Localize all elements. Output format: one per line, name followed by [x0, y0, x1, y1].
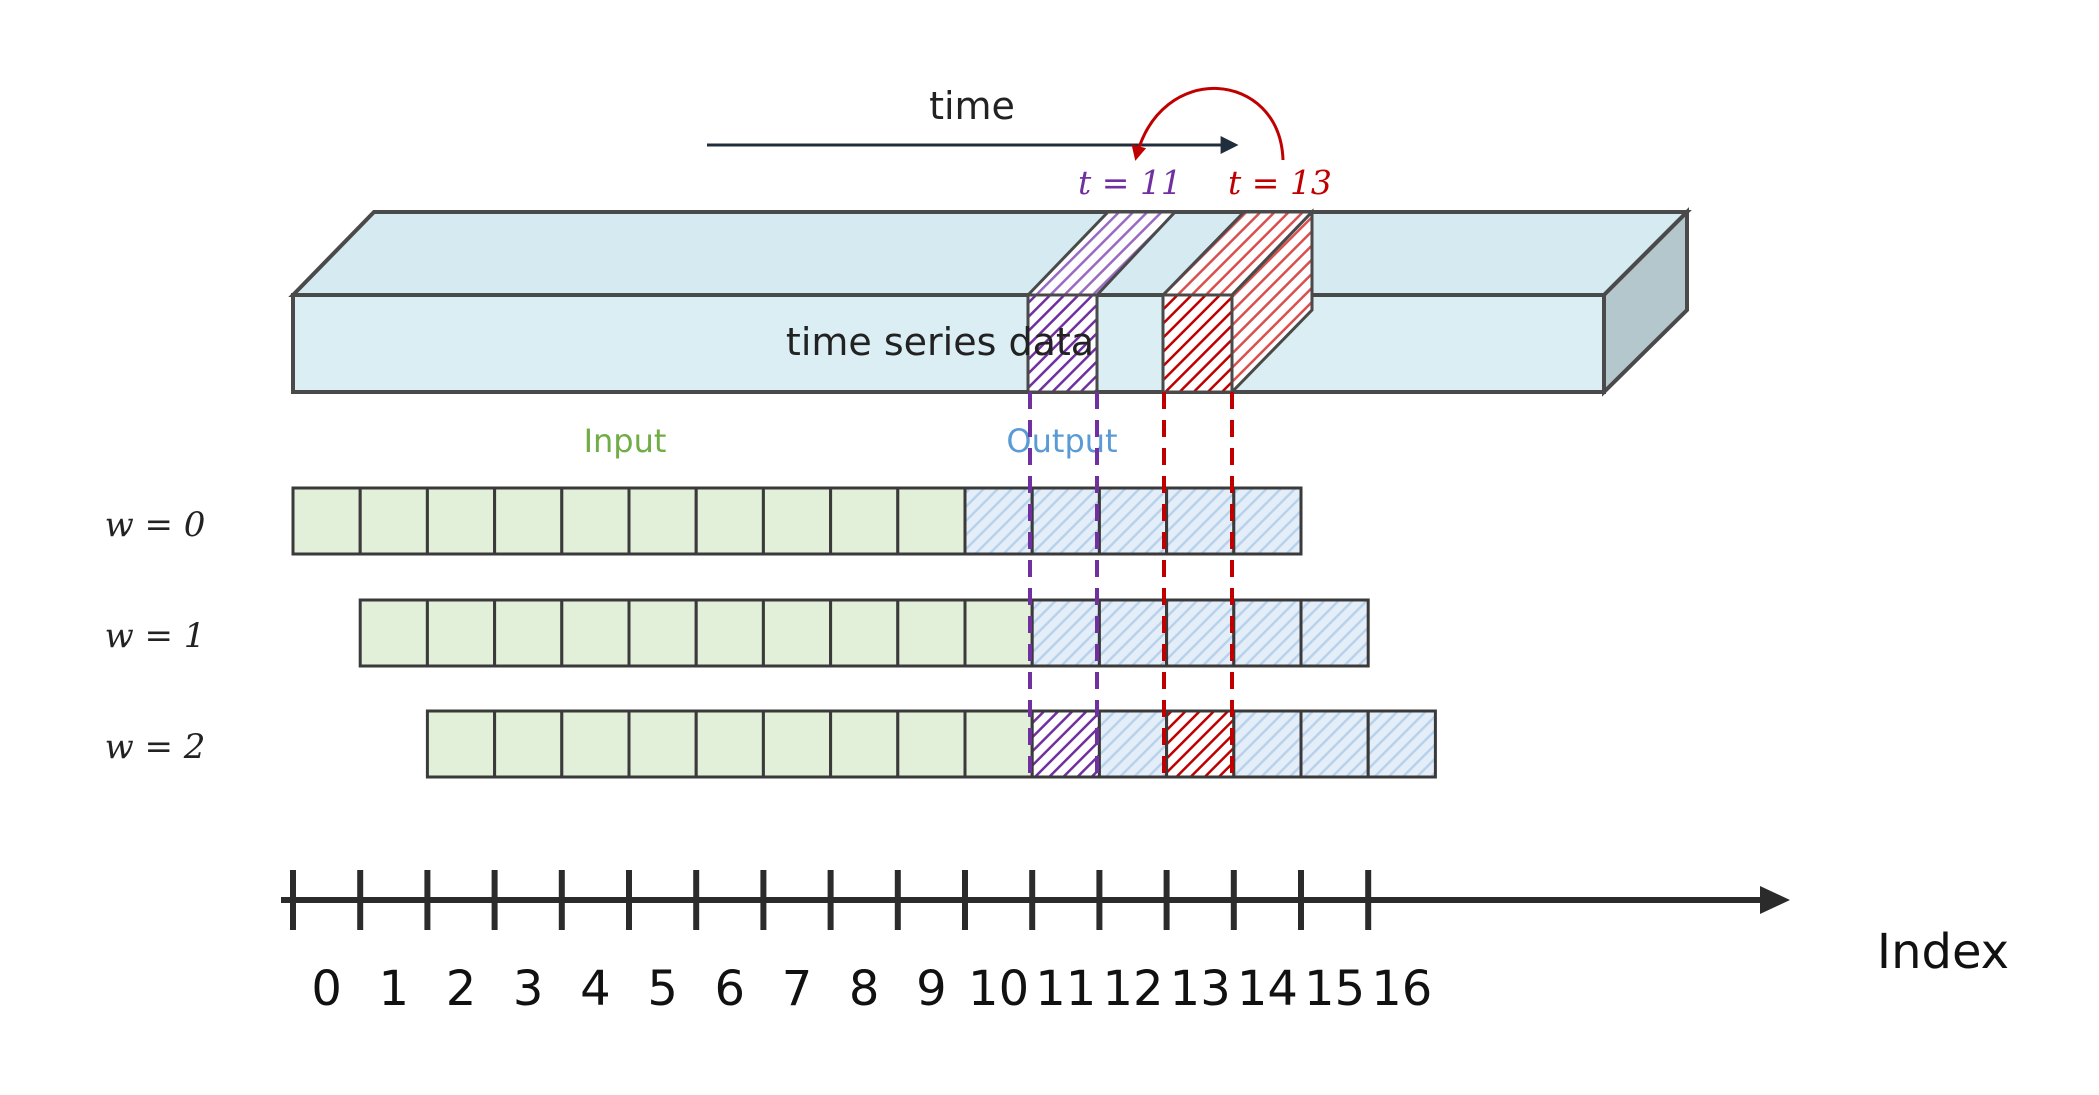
input-cell [493, 709, 564, 779]
window-row: w = 0 [105, 486, 1303, 556]
red-slice-front [1161, 293, 1234, 394]
window-label: w = 1 [105, 616, 206, 656]
output-cell [963, 486, 1034, 556]
input-cell [694, 709, 765, 779]
highlight-cell-purple [1030, 709, 1101, 779]
input-cell [829, 486, 900, 556]
guide-lines [1028, 392, 1234, 776]
input-cell [425, 709, 497, 779]
window-row: w = 2 [105, 709, 1437, 779]
window-label: w = 0 [105, 505, 206, 545]
time-label: time [929, 84, 1015, 128]
input-cell [358, 486, 429, 556]
input-cell [560, 709, 631, 779]
window-row: w = 1 [105, 598, 1370, 668]
output-cell [1366, 709, 1437, 779]
output-cell [1030, 486, 1101, 556]
input-label: Input [584, 422, 667, 460]
purple-slice-front [1026, 293, 1099, 394]
input-cell [963, 598, 1034, 668]
input-cell [291, 486, 362, 556]
t-red-label: t = 13 [1228, 163, 1332, 202]
window-label: w = 2 [105, 727, 206, 767]
axis-arrowhead [1760, 886, 1790, 914]
input-cell [896, 709, 967, 779]
input-cell [560, 486, 631, 556]
output-cell [1299, 709, 1370, 779]
input-cell [358, 598, 429, 668]
input-cell [761, 598, 833, 668]
axis-tick-label: 4 [580, 961, 611, 1017]
axis-tick-label: 9 [916, 961, 947, 1017]
input-cell [425, 598, 497, 668]
axis-tick-label: 14 [1237, 961, 1298, 1017]
output-cell [1097, 709, 1169, 779]
output-cell [1232, 709, 1303, 779]
input-cell [493, 486, 564, 556]
output-cell [1030, 598, 1101, 668]
windows-layer: w = 0 w = 1 w = 2 [105, 486, 1437, 779]
axis-tick-label: 16 [1371, 961, 1432, 1017]
axis-tick-label: 12 [1102, 961, 1163, 1017]
input-cell [829, 598, 900, 668]
axis-tick-label: 10 [968, 961, 1029, 1017]
jump-arrow [1131, 87, 1285, 161]
output-cell [1232, 486, 1303, 556]
bar-label: time series data [786, 320, 1094, 364]
input-cell [627, 709, 698, 779]
axis-tick-label: 11 [1035, 961, 1096, 1017]
time-arrow-group: time [707, 84, 1285, 161]
input-cell [694, 486, 765, 556]
input-cell [493, 598, 564, 668]
t-purple-label: t = 11 [1078, 163, 1182, 202]
input-cell [896, 598, 967, 668]
input-cell [963, 709, 1034, 779]
axis-tick-label: 6 [715, 961, 746, 1017]
highlight-cell-red [1165, 709, 1236, 779]
output-cell [1165, 598, 1236, 668]
input-cell [425, 486, 497, 556]
input-cell [560, 598, 631, 668]
axis-tick-label: 1 [379, 961, 410, 1017]
input-cell [829, 709, 900, 779]
output-cell [1165, 486, 1236, 556]
input-cell [761, 709, 833, 779]
input-cell [627, 486, 698, 556]
axis-tick-label: 15 [1304, 961, 1365, 1017]
axis-tick-label: 3 [513, 961, 544, 1017]
time-series-bar: time series data [288, 207, 1692, 397]
output-label: Output [1006, 422, 1117, 460]
input-cell [761, 486, 833, 556]
input-cell [896, 486, 967, 556]
output-cell [1299, 598, 1370, 668]
axis-tick-label: 5 [647, 961, 678, 1017]
output-cell [1097, 598, 1169, 668]
axis-tick-label: 7 [782, 961, 813, 1017]
output-cell [1097, 486, 1169, 556]
axis-tick-label: 8 [849, 961, 880, 1017]
axis-tick-label: 2 [446, 961, 477, 1017]
axis-label: Index [1877, 924, 2009, 980]
bar-top-face [288, 210, 1692, 297]
bar-front-face [291, 293, 1606, 394]
input-cell [694, 598, 765, 668]
axis-tick-label: 13 [1170, 961, 1231, 1017]
axis-tick-label: 0 [311, 961, 342, 1017]
output-cell [1232, 598, 1303, 668]
input-cell [627, 598, 698, 668]
